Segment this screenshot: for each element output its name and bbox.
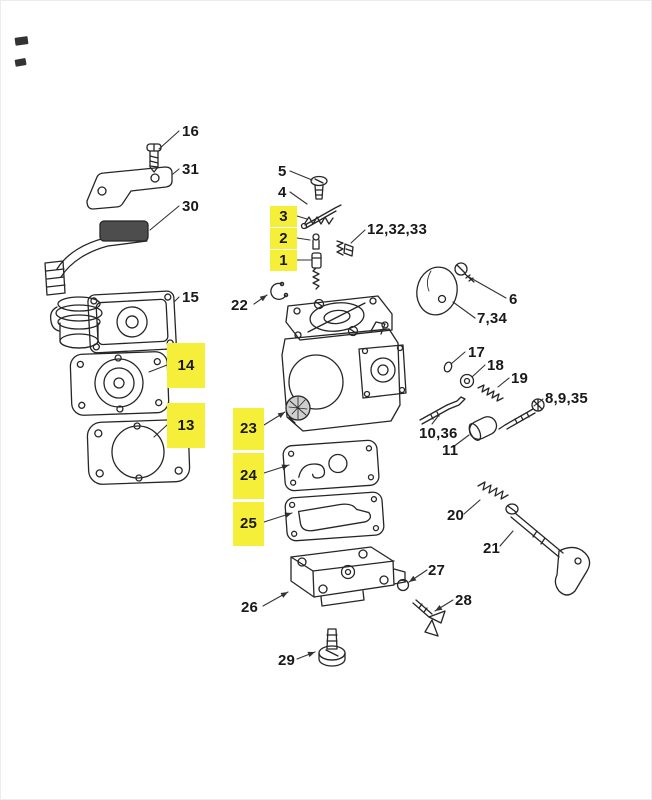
part-26-pump-body [290,546,406,607]
part-24-diaphragm [282,439,380,492]
part-25-gasket [284,491,385,542]
part-callout-19: 19 [511,370,529,387]
part-7-34-disc [416,266,458,316]
part-callout-5: 5 [278,163,287,180]
part-5-screw [310,175,328,200]
part-16-screw [146,143,162,173]
part-20-spring [477,481,509,500]
part-1-valve [311,252,322,290]
part-31-bracket [86,166,173,210]
part-13-gasket [86,419,191,485]
part-callout-17: 17 [468,344,486,361]
part-callout-11: 11 [442,442,459,459]
part-23-screen [285,395,311,421]
part-callout-3: 3 [270,206,297,227]
part-callout-23: 23 [233,408,264,450]
part-callout-21: 21 [483,540,501,557]
part-callout-7-34: 7,34 [477,310,507,327]
part-callout-15: 15 [182,289,200,306]
part-6-screw [454,262,475,283]
part-29-screw [318,628,346,667]
pump-fitting [49,296,103,349]
part-8-9-35-needle [498,398,545,430]
part-callout-28: 28 [455,592,473,609]
part-callout-24: 24 [233,453,264,499]
part-callout-30: 30 [182,198,200,215]
part-callout-8-9-35: 8,9,35 [545,390,588,407]
part-18-washer [459,373,475,389]
part-callout-26: 26 [241,599,259,616]
part-22-clip [270,281,289,300]
part-14-diaphragm [69,351,170,416]
part-callout-31: 31 [182,161,200,178]
carburetor-body [281,321,407,432]
part-15-cover [87,290,177,354]
part-callout-29: 29 [278,652,296,669]
part-2-pin [312,233,320,250]
carburetor-top-flange [285,295,393,341]
part-3-spring [304,216,334,225]
part-callout-6: 6 [509,291,518,308]
part-4-lever [300,204,342,230]
part-callout-25: 25 [233,502,264,546]
part-19-spring [477,384,504,402]
part-28-valve [412,599,446,637]
part-21-shaft [505,503,591,596]
part-callout-4: 4 [278,184,287,201]
part-callout-18: 18 [487,357,505,374]
part-12-32-33-spring-nut [336,240,354,257]
part-callout-2: 2 [270,228,297,249]
part-callout-22: 22 [231,297,249,314]
part-11-sleeve [468,416,498,441]
part-30-lead [44,220,149,296]
part-callout-16: 16 [182,123,200,140]
part-callout-10-36: 10,36 [419,425,458,442]
part-callout-27: 27 [428,562,446,579]
corner-marks [14,36,29,67]
part-27-nut [396,578,410,592]
part-callout-1: 1 [270,250,297,271]
leader-lines [148,130,544,660]
part-17-ring [443,361,453,373]
part-callout-20: 20 [447,507,465,524]
part-callout-12-32-33: 12,32,33 [367,221,427,238]
part-10-36-shaft [419,396,466,425]
part-callout-14: 14 [167,343,205,388]
part-callout-13: 13 [167,403,205,448]
